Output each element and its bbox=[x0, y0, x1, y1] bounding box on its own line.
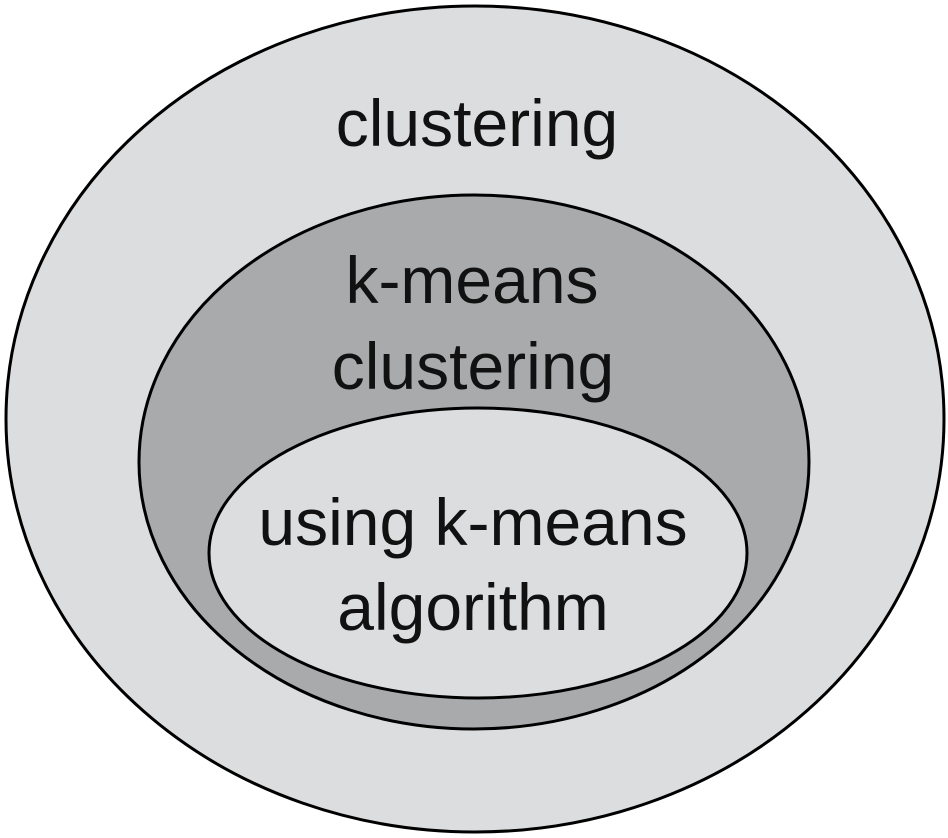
k-means-clustering-label-line-1: k-means bbox=[345, 243, 598, 317]
k-means-algorithm-set-ellipse bbox=[207, 406, 749, 700]
k-means-clustering-label-line-2: clustering bbox=[332, 329, 614, 403]
clustering-set-label: clustering bbox=[336, 86, 618, 160]
k-means-algorithm-label-line-1: using k-means bbox=[258, 485, 687, 559]
k-means-algorithm-label-line-2: algorithm bbox=[337, 570, 608, 644]
